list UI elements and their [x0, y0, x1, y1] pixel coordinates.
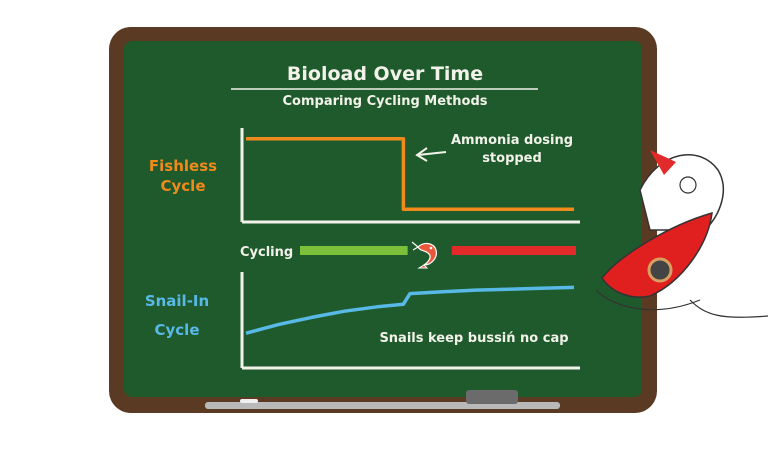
- ammonia-annotation-line1: Ammonia dosing: [451, 133, 573, 148]
- snail-annotation: Snails keep bussiń no cap: [379, 331, 568, 346]
- cycling-bar: [300, 246, 576, 255]
- fishless-label-line1: Fishless: [149, 157, 217, 175]
- chart-title: Bioload Over Time: [287, 63, 483, 85]
- snail-label-line1: Snail-In: [145, 292, 209, 310]
- fishless-line: [246, 137, 574, 211]
- fishless-axes: [240, 128, 580, 224]
- snail-axes: [240, 272, 580, 370]
- snail-series: [245, 285, 575, 335]
- chalk-piece: [240, 399, 258, 403]
- snail-label-line2: Cycle: [155, 321, 200, 339]
- ammonia-annotation-line2: stopped: [482, 151, 542, 166]
- cycling-segment-cycled: [451, 246, 576, 255]
- magnifier-hand-icon: [595, 150, 768, 318]
- snail-line: [245, 285, 575, 335]
- fishless-label-line2: Cycle: [161, 177, 206, 195]
- shrimp-icon: [411, 241, 437, 269]
- board-surface: [124, 41, 642, 397]
- cycling-label: Cycling: [240, 245, 293, 260]
- eraser: [466, 390, 518, 404]
- fishless-series: [245, 137, 575, 211]
- annotation-arrow-icon: [415, 147, 447, 162]
- chart-subtitle: Comparing Cycling Methods: [283, 94, 488, 109]
- cycling-segment-cycling: [300, 246, 408, 255]
